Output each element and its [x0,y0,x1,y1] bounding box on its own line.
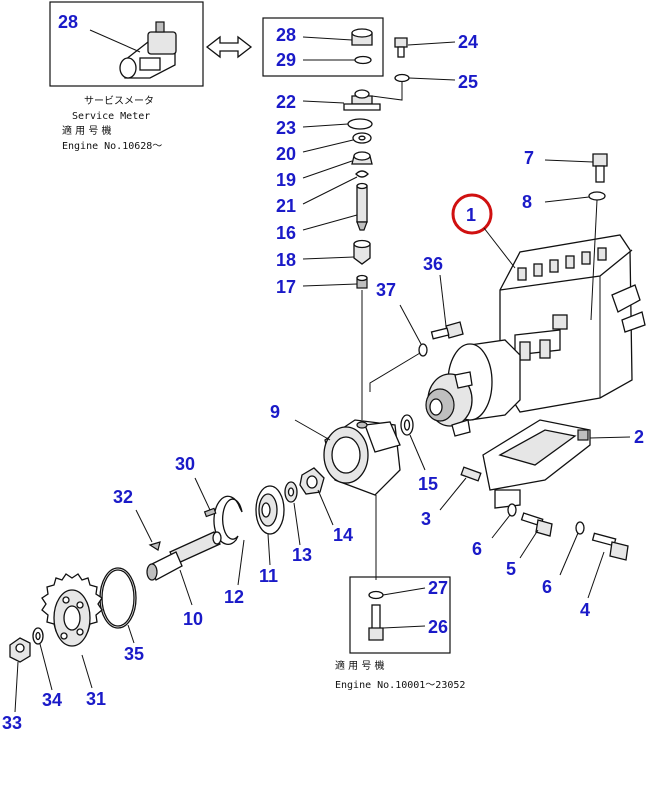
service-meter-part [89,21,177,79]
callout-26: 26 [428,617,448,637]
service-meter-label-en: Service Meter [72,111,150,122]
washer-34 [32,627,53,691]
gear-31 [41,573,103,689]
callout-9: 9 [270,402,280,422]
shaft-16 [302,182,368,231]
bolt-4 [587,532,629,599]
callout-33: 33 [2,713,22,733]
key-30 [194,477,217,518]
clip-21 [355,170,369,178]
o-ring-35 [99,567,137,644]
plug-washer [303,55,372,65]
fitting-inset-frame [262,17,384,77]
bolt-7 [544,153,608,183]
callout-29: 29 [276,50,296,70]
injection-pump-1 [369,234,646,437]
service-meter-frame [49,1,204,87]
callout-30: 30 [175,454,195,474]
washer-37 [399,304,428,357]
callout-18: 18 [276,250,296,270]
callout-4: 4 [580,600,590,620]
callout-12: 12 [224,587,244,607]
callout-21: 21 [276,196,296,216]
callout-22: 22 [276,92,296,112]
callout-20: 20 [276,144,296,164]
callout-7: 7 [524,148,534,168]
drive-housing-9 [294,419,401,580]
callout-10: 10 [183,609,203,629]
bracket-2 [482,419,631,509]
bushing-18 [302,239,371,265]
callout-13: 13 [292,545,312,565]
woodruff-key-32 [135,509,161,551]
callout-6-right: 6 [542,577,552,597]
callout-28: 28 [276,25,296,45]
callout-37: 37 [376,280,396,300]
bolt-5 [519,512,553,559]
callout-35: 35 [124,644,144,664]
callout-36: 36 [423,254,443,274]
callout-1: 1 [466,205,476,225]
callout-5: 5 [506,559,516,579]
washer-27 [368,587,426,600]
callout-labels: 28 28 29 24 25 22 23 20 19 21 16 18 17 3… [2,12,644,733]
pin-3 [439,466,482,511]
applicable-label-top-jp: 適 用 号 機 [62,124,112,137]
callout-24: 24 [458,32,478,52]
washer-13 [284,481,301,546]
callout-25: 25 [458,72,478,92]
bolt-36 [430,274,464,340]
highlight-circle-icon [451,193,493,235]
applicable-label-bottom-jp: 適 用 号 機 [335,659,385,672]
bearing-11 [255,485,285,566]
callout-19: 19 [276,170,296,190]
snap-ring-12 [213,495,245,586]
callout-16: 16 [276,223,296,243]
washer-25 [371,73,456,101]
bolt-24 [394,37,456,58]
bolt-26 [368,604,426,641]
washer-6-right [559,521,585,576]
callout-34: 34 [42,690,62,710]
drive-shaft-10 [146,531,222,606]
bottom-inset-frame [349,576,451,654]
callout-2: 2 [634,427,644,447]
nut-33 [9,637,31,713]
callout-11: 11 [259,566,278,586]
service-meter-label-jp: サービスメータ [84,95,154,107]
o-ring-15 [400,414,426,471]
delivery-valves [517,247,607,281]
callout-8: 8 [522,192,532,212]
callout-31: 31 [86,689,106,709]
callout-27: 27 [428,578,448,598]
callout-3: 3 [421,509,431,529]
plug-part [302,28,373,46]
washer-8 [544,191,606,321]
callout-15: 15 [418,474,438,494]
nut-14 [299,467,334,526]
gear-17 [302,274,368,289]
callout-6-left: 6 [472,539,482,559]
vertical-drive-stack [302,89,381,420]
callout-14: 14 [333,525,353,545]
adaptor-22 [302,89,381,111]
callout-17: 17 [276,277,296,297]
applicable-label-bottom-en: Engine No.10001～23052 [335,680,465,691]
callout-32: 32 [113,487,133,507]
applicable-label-top-en: Engine No.10628～ [62,141,162,152]
service-meter-inset: サービスメータ Service Meter 適 用 号 機 Engine No.… [49,1,204,152]
callout-28-inset: 28 [58,12,78,32]
gasket-23 [347,118,373,130]
double-arrow-icon [205,35,253,59]
callout-23: 23 [276,118,296,138]
washer-6-left [491,503,517,539]
